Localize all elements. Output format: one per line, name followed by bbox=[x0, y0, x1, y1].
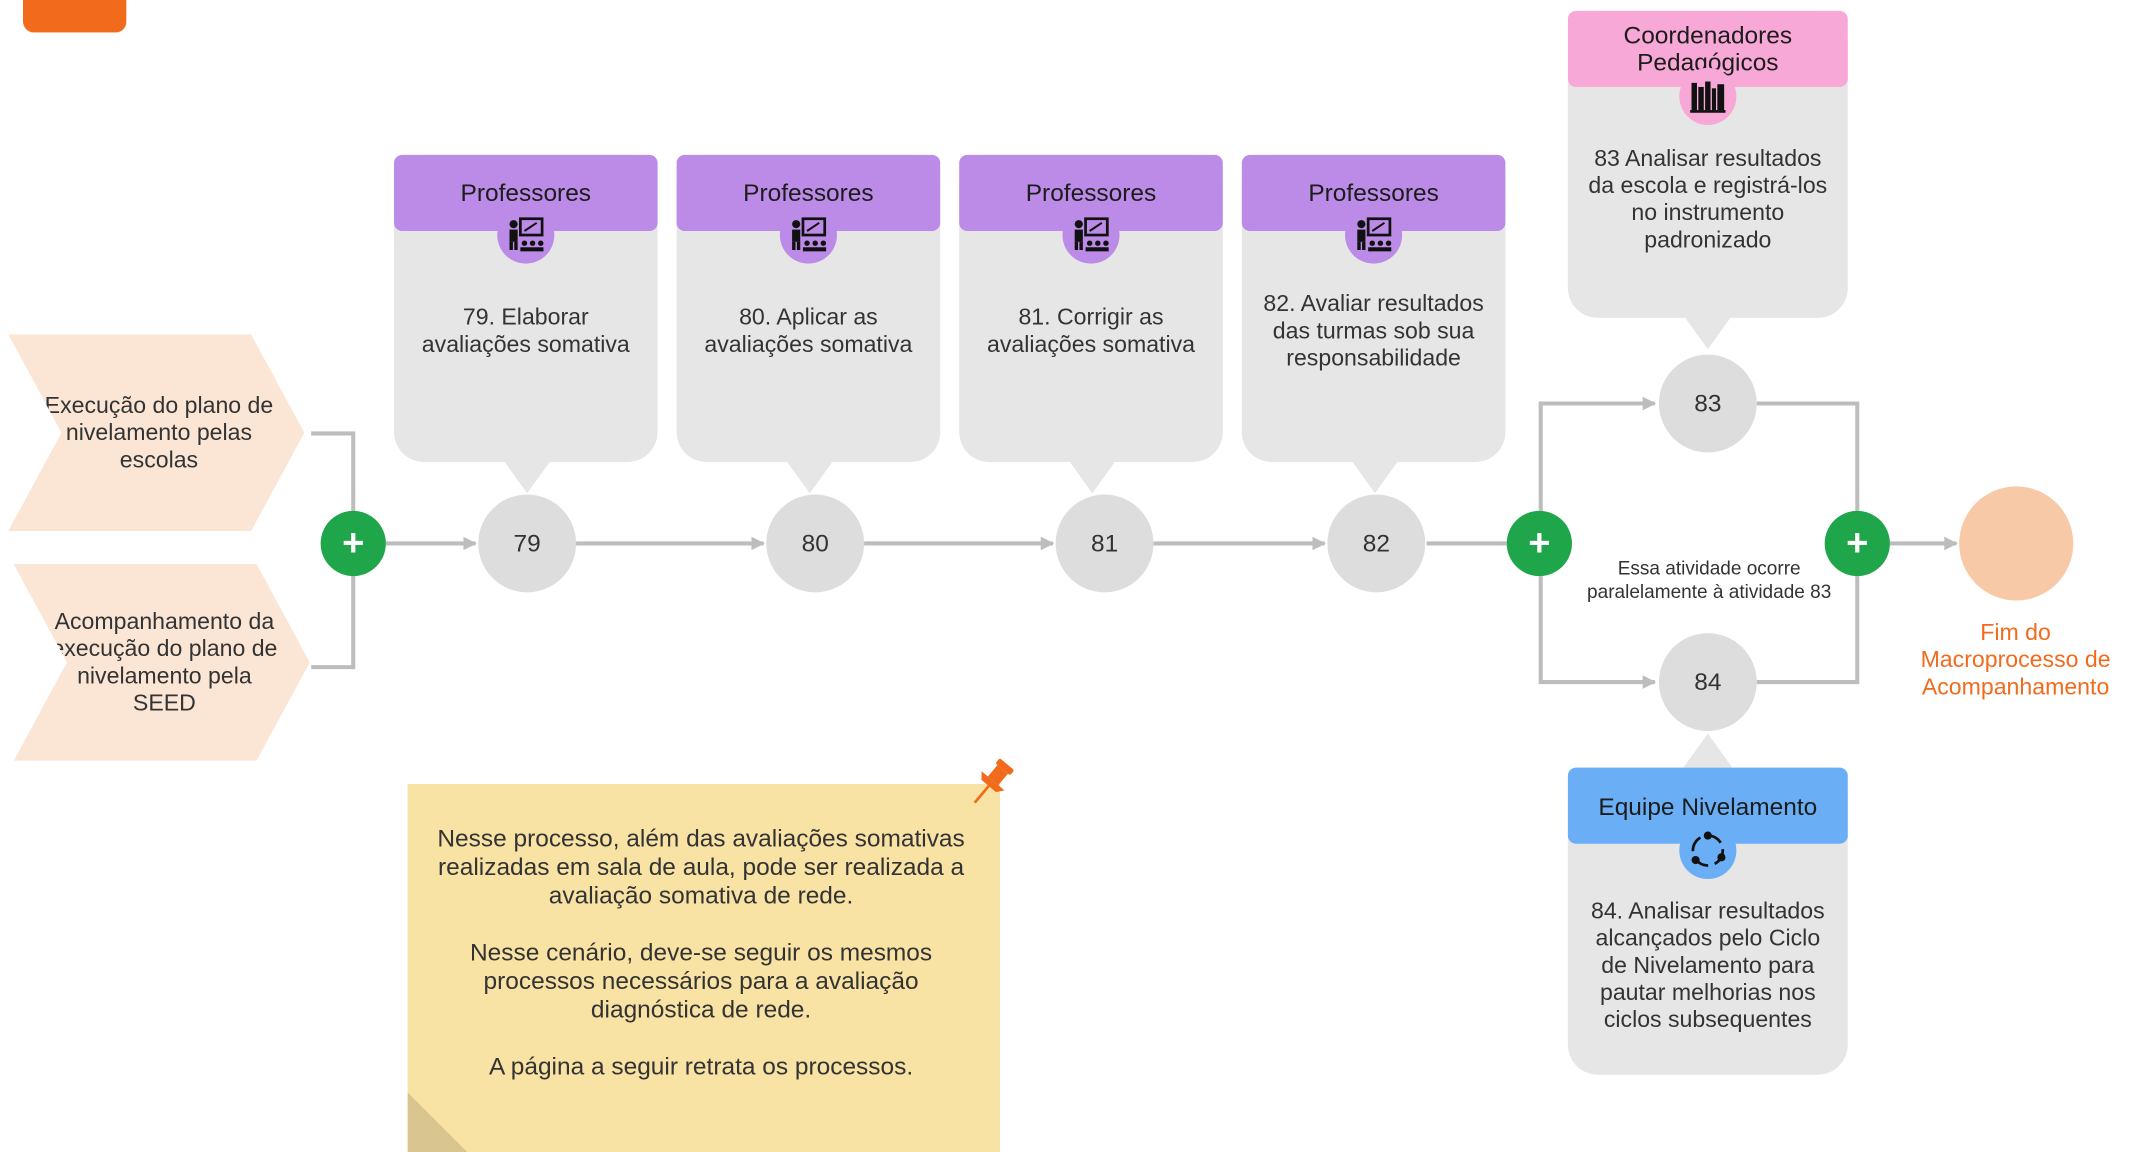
activity-node-82: 82 bbox=[1327, 494, 1426, 593]
activity-card-82: Professores 82. Avaliar resultados das t… bbox=[1241, 154, 1506, 462]
role-label: Professores bbox=[1025, 179, 1157, 207]
activity-node-80: 80 bbox=[766, 494, 865, 593]
activity-card-84: Equipe Nivelamento 84. Analisar resultad… bbox=[1567, 767, 1848, 1075]
sticky-note-text: Nesse processo, além das avaliações soma… bbox=[435, 825, 968, 1110]
books-icon bbox=[1679, 67, 1737, 125]
role-header: Professores bbox=[676, 154, 941, 231]
card-pointer bbox=[785, 459, 835, 494]
parallel-gateway: + bbox=[1506, 510, 1572, 577]
activity-node-84: 84 bbox=[1658, 633, 1757, 731]
activity-card-79: Professores 79. Elaborar avaliações soma… bbox=[394, 154, 658, 462]
teacher-icon bbox=[1062, 206, 1120, 264]
activity-text: 82. Avaliar resultados das turmas sob su… bbox=[1263, 290, 1484, 371]
role-label: Professores bbox=[460, 179, 592, 207]
activity-node-79: 79 bbox=[478, 494, 577, 593]
role-label: Equipe Nivelamento bbox=[1598, 793, 1818, 821]
role-label: Professores bbox=[743, 179, 874, 207]
sticky-note: Nesse processo, além das avaliações soma… bbox=[407, 783, 1000, 1152]
card-pointer bbox=[502, 459, 552, 494]
activity-text: 79. Elaborar avaliações somativa bbox=[421, 304, 630, 358]
input-text: Execução do plano de nivelamento pelas e… bbox=[44, 391, 274, 473]
sticky-paragraph: Nesse processo, além das avaliações soma… bbox=[437, 824, 965, 909]
activity-text: 84. Analisar resultados alcançados pelo … bbox=[1590, 898, 1825, 1033]
end-label: Fim do Macroprocesso de Acompanhamento bbox=[1920, 619, 2111, 700]
parallel-gateway: + bbox=[320, 510, 386, 577]
pushpin-icon bbox=[962, 755, 1019, 812]
parallel-note: Essa atividade ocorre paralelamente à at… bbox=[1587, 557, 1832, 602]
corner-tab bbox=[23, 0, 127, 33]
teacher-icon bbox=[779, 206, 837, 264]
activity-card-81: Professores 81. Corrigir as avaliações s… bbox=[959, 154, 1223, 462]
role-label: Professores bbox=[1308, 179, 1439, 207]
card-pointer bbox=[1350, 459, 1400, 494]
teacher-icon bbox=[1345, 206, 1403, 264]
activity-card-83: Coordenadores Pedagógicos 83 Analisar re… bbox=[1567, 10, 1848, 318]
input-text: Acompanhamento da execução do plano de n… bbox=[51, 608, 278, 716]
sticky-paragraph: Nesse cenário, deve-se seguir os mesmos … bbox=[469, 938, 933, 1024]
activity-card-80: Professores 80. Aplicar as avaliações so… bbox=[676, 154, 941, 462]
card-pointer bbox=[1067, 459, 1117, 494]
cycle-icon bbox=[1679, 821, 1737, 880]
card-pointer bbox=[1683, 733, 1733, 768]
activity-text: 80. Aplicar as avaliações somativa bbox=[704, 304, 913, 358]
card-pointer bbox=[1683, 315, 1733, 350]
teacher-icon bbox=[497, 206, 555, 264]
activity-node-83: 83 bbox=[1658, 354, 1757, 453]
activity-text: 81. Corrigir as avaliações somativa bbox=[987, 304, 1195, 358]
activity-text: 83 Analisar resultados da escola e regis… bbox=[1588, 145, 1828, 253]
parallel-gateway: + bbox=[1824, 510, 1890, 577]
sticky-paragraph: A página a seguir retrata os processos. bbox=[488, 1052, 914, 1081]
end-event bbox=[1959, 486, 2074, 601]
activity-node-81: 81 bbox=[1055, 494, 1154, 593]
